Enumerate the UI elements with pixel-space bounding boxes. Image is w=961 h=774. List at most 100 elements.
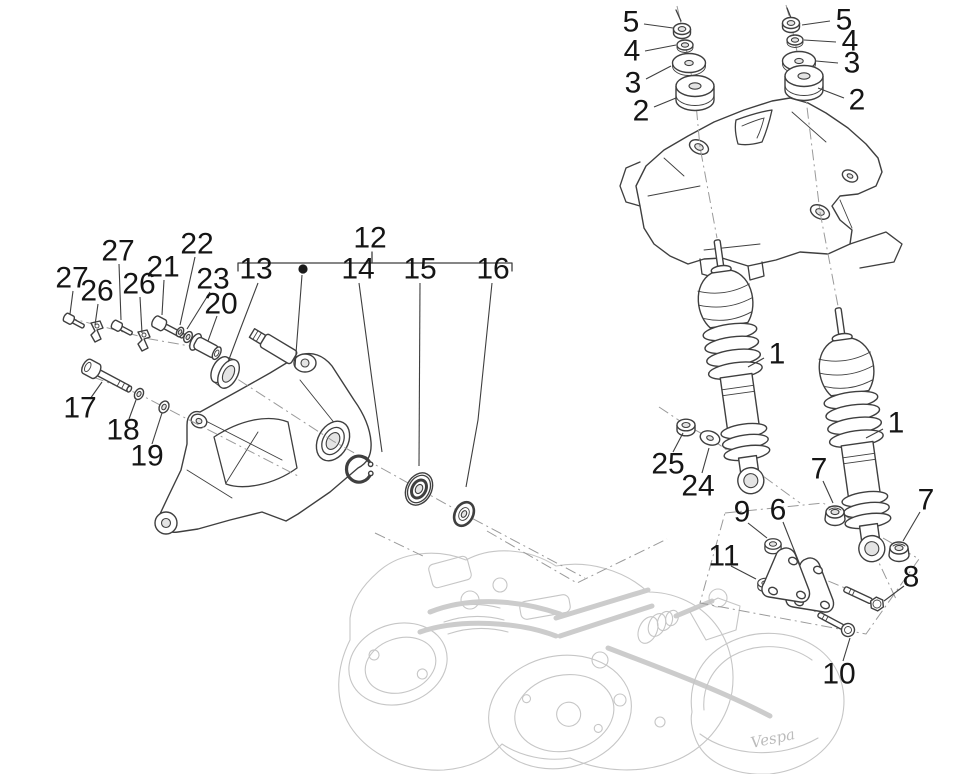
callout-6: 6 [770,494,801,566]
svg-text:22: 22 [180,228,213,261]
stub-axle [248,328,298,365]
washer-18 [133,387,145,401]
clutch-cover-ghost [488,654,632,770]
callout-7-right: 7 [902,484,934,542]
bolt-8 [843,586,885,612]
nut-7-left [824,505,846,527]
callout-5-right: 5 [801,4,853,37]
svg-text:24: 24 [681,470,714,503]
callout-16: 16 [465,253,510,488]
svg-text:16: 16 [476,253,509,286]
callout-2-left: 2 [633,95,677,128]
bushing-2-right [784,64,824,102]
svg-text:3: 3 [844,47,861,80]
nut-5-right [781,16,801,34]
callout-3-left: 3 [625,65,672,100]
callout-24: 24 [681,447,715,503]
bolt-17 [81,358,133,393]
callout-26-a: 26 [80,275,114,326]
callout-4-right: 4 [803,25,859,58]
callout-4-left: 4 [624,35,677,68]
pivot-boss [190,413,208,429]
nut-5-left [672,22,692,40]
bushing-2-left [675,74,715,112]
callout-5-left: 5 [623,6,674,39]
callout-18: 18 [106,399,140,447]
cv-axle-ghost [637,588,741,644]
washer-4-left [676,39,694,53]
group-12-bracket: 12 [237,222,513,368]
svg-text:2: 2 [849,84,866,117]
washer-4-right [786,34,804,48]
clamp-26-b [137,329,151,352]
screw-27-a [62,312,85,329]
callout-11: 11 [708,540,757,580]
bearing-15 [404,472,434,506]
callout-7-left: 7 [811,453,834,504]
svg-text:18: 18 [106,414,139,447]
group-12-dot-marker [298,264,308,274]
hardware [62,7,910,638]
bracket-boss [841,169,859,183]
washer-3-left [671,52,707,76]
callout-12-label: 12 [353,222,386,255]
clamp-26-a [90,320,104,343]
svg-text:5: 5 [836,4,853,37]
callout-2-right: 2 [817,84,866,117]
callout-1-right: 1 [865,407,905,440]
svg-text:1: 1 [888,407,905,440]
callout-3-right: 3 [815,47,861,80]
washer-24 [699,430,721,446]
collar-13 [210,356,241,389]
svg-text:4: 4 [842,25,859,58]
callout-10: 10 [822,637,856,691]
svg-text:2: 2 [633,95,650,128]
callout-22: 22 [179,228,214,326]
callout-8: 8 [883,561,920,602]
svg-text:11: 11 [708,540,739,573]
svg-text:23: 23 [196,263,229,296]
svg-text:14: 14 [341,253,374,286]
svg-text:9: 9 [734,496,751,529]
rear-cowl-ghost: Vespa [690,632,845,774]
svg-text:27: 27 [55,262,88,295]
callout-25: 25 [651,432,685,481]
vespa-logo: Vespa [749,725,796,752]
svg-text:21: 21 [146,251,179,284]
bolt-10 [817,611,856,638]
svg-text:26: 26 [122,268,155,301]
callouts: 27 26 27 26 21 22 23 20 [55,4,934,691]
callout-19: 19 [130,412,164,473]
svg-text:8: 8 [903,561,920,594]
svg-text:25: 25 [651,448,684,481]
callout-15: 15 [403,253,437,467]
svg-text:10: 10 [822,658,855,691]
svg-text:1: 1 [769,338,786,371]
callout-20: 20 [204,288,238,342]
svg-text:27: 27 [101,235,134,268]
callout-13: 13 [227,253,273,363]
svg-text:17: 17 [63,392,96,425]
svg-text:19: 19 [130,440,163,473]
callout-26-b: 26 [122,268,156,334]
screw-27-b [110,319,133,336]
nut-25 [676,418,696,437]
bracket-6 [761,547,835,613]
svg-text:6: 6 [770,494,787,527]
washer-22 [175,326,185,338]
nut-9 [764,538,782,555]
oil-seal-16 [452,500,476,528]
callout-21: 21 [146,251,180,316]
stud-tip-left [675,9,682,22]
svg-text:4: 4 [624,35,641,68]
callout-1-left: 1 [747,338,786,371]
swingarm [154,328,372,535]
shock-absorber-left [689,235,781,498]
frame-bracket [619,97,903,281]
callout-9: 9 [734,496,768,539]
nut-7-right [888,541,910,563]
svg-text:15: 15 [403,253,436,286]
bracket-hole-left [688,139,710,155]
